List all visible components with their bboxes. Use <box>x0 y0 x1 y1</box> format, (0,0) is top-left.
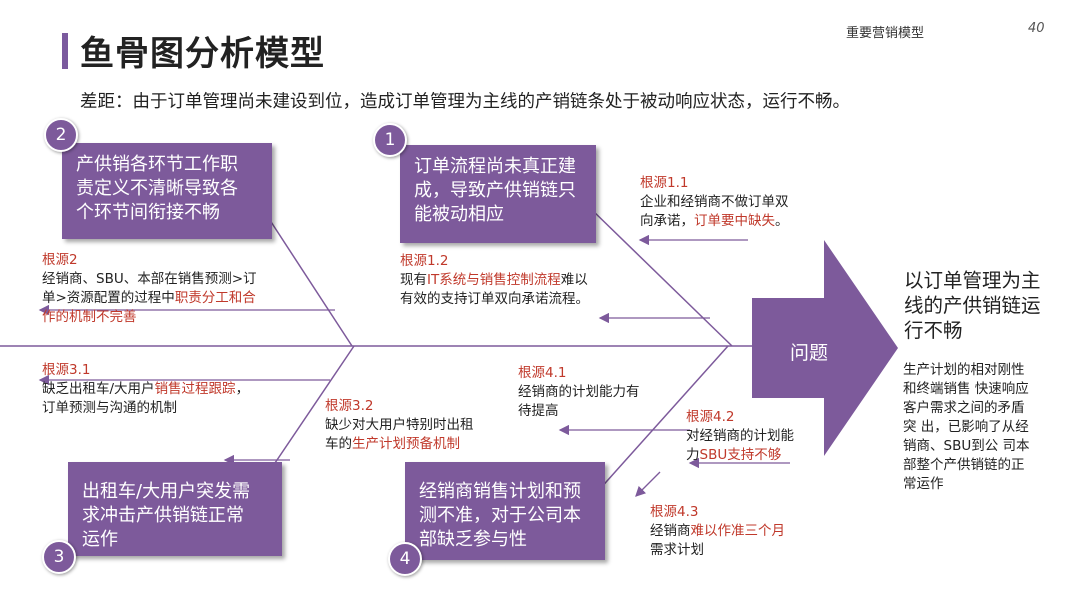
badge-1: 1 <box>373 123 407 157</box>
cause-2: 根源2 经销商、SBU、本部在销售预测>订 单>资源配置的过程中职责分工和合 作… <box>42 252 257 325</box>
problem-impact: 生产计划的相对刚性 和终端销售 快速响应 客户需求之间的矛盾 突 出，已影响了从… <box>903 362 1030 492</box>
category-box-1: 订单流程尚未真正建 成，导致产供销链只 能被动相应 <box>400 145 596 243</box>
badge-4: 4 <box>388 542 422 576</box>
arrow-cause-4-3 <box>635 471 661 497</box>
badge-3: 3 <box>42 540 76 574</box>
page-title: 鱼骨图分析模型 <box>80 34 325 74</box>
cause-4-3: 根源4.3 经销商难以作准三个月 需求计划 <box>650 504 785 558</box>
category-box-2: 产供销各环节工作职 责定义不清晰导致各 个环节间衔接不畅 <box>62 143 272 239</box>
cause-4-2: 根源4.2 对经销商的计划能 力SBU支持不够 <box>686 409 794 463</box>
category-box-4: 经销商销售计划和预 测不准，对于公司本 部缺乏参与性 <box>405 462 605 560</box>
title-accent-bar <box>62 33 68 69</box>
problem-arrow <box>752 240 898 456</box>
cause-1-2: 根源1.2 现有IT系统与销售控制流程难以 有效的支持订单双向承诺流程。 <box>400 253 589 307</box>
page-number: 40 <box>1028 21 1045 36</box>
cause-3-1: 根源3.1 缺乏出租车/大用户销售过程跟踪， 订单预测与沟通的机制 <box>42 362 250 416</box>
bone-2 <box>261 207 353 347</box>
badge-2: 2 <box>44 118 78 152</box>
cause-3-2: 根源3.2 缺少对大用户特别时出租 车的生产计划预备机制 <box>325 398 474 452</box>
cause-4-1: 根源4.1 经销商的计划能力有 待提高 <box>518 365 640 419</box>
problem-result: 以订单管理为主 线的产供销链运 行不畅 <box>904 269 1041 342</box>
category-box-3: 出租车/大用户突发需 求冲击产供销链正常 运作 <box>68 462 282 556</box>
section-label: 重要营销模型 <box>846 26 925 41</box>
bone-1 <box>589 207 733 347</box>
bone-4 <box>589 345 729 501</box>
gap-statement: 差距：由于订单管理尚未建设到位，造成订单管理为主线的产销链条处于被动响应状态，运… <box>80 92 850 112</box>
problem-label: 问题 <box>790 342 829 364</box>
cause-1-1: 根源1.1 企业和经销商不做订单双 向承诺，订单要中缺失。 <box>640 175 789 229</box>
